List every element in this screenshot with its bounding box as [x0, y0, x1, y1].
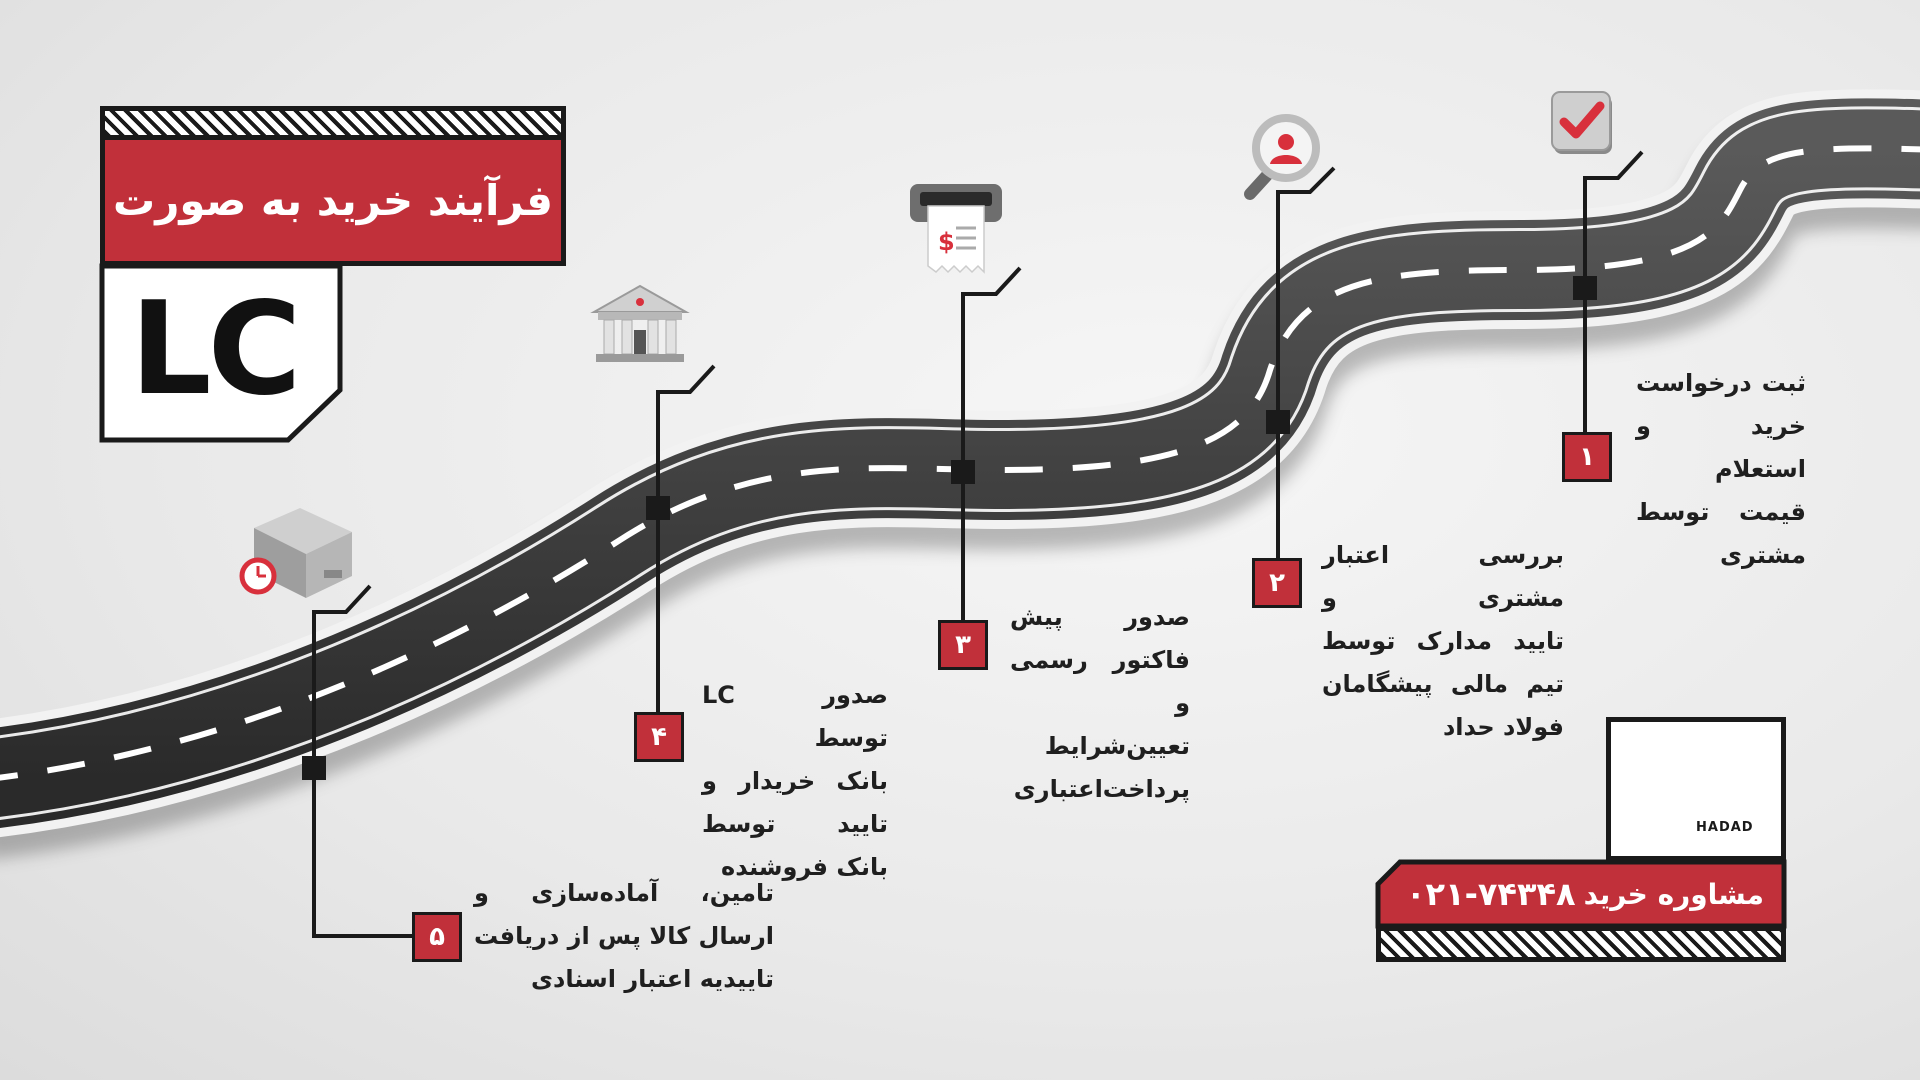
step-3-line-4: پرداخت‌اعتباری [1013, 775, 1190, 803]
checkbox-check-icon [1551, 91, 1612, 154]
node-step-4 [646, 496, 670, 520]
connector-step-3-up [961, 266, 1022, 472]
step-2-line-3: تیم مالی پیشگامان [1322, 670, 1564, 698]
step-1-line-3: قیمت توسط [1636, 498, 1806, 526]
consult-label: مشاوره خرید [1583, 877, 1764, 911]
consult-bar[interactable]: ۰۲۱-۷۴۳۴۸ مشاوره خرید [1378, 862, 1786, 926]
step-3-badge: ۳ [938, 620, 988, 670]
title-bar: فرآیند خرید به صورت [100, 140, 566, 266]
page-title-lc: LC [130, 275, 302, 424]
step-3-line-2: فاکتور رسمی و [1010, 646, 1190, 717]
step-5-line-2: ارسال کالا پس از دریافت [474, 922, 774, 950]
connector-step-1-up [1583, 150, 1644, 288]
node-step-1 [1573, 276, 1597, 300]
connector-step-2-up [1276, 166, 1336, 422]
consult-hatch-band [1376, 926, 1786, 962]
node-step-2 [1266, 410, 1290, 434]
step-2-text: بررسی اعتبار مشتری و تایید مدارک توسط تی… [1322, 534, 1564, 749]
node-step-3 [951, 460, 975, 484]
step-5-text: تامین، آماده‌سازی و ارسال کالا پس از دری… [474, 872, 774, 1001]
connector-step-5-up [312, 584, 372, 768]
step-5-line-1: تامین، آماده‌سازی و [474, 879, 774, 907]
title-hatch-band [100, 106, 566, 140]
connector-step-5-down [312, 768, 412, 938]
step-1-line-1: ثبت درخواست [1636, 369, 1806, 397]
step-3-line-3: تعیین‌شرایط [1044, 732, 1190, 760]
step-1-line-4: مشتری [1719, 541, 1806, 569]
lc-box-outline [99, 263, 343, 443]
road-center-dashes [0, 145, 1920, 781]
step-4-line-1: صدور LC توسط [702, 681, 888, 752]
road-nodes [302, 276, 1597, 780]
connectors [312, 150, 1644, 938]
step-1-badge: ۱ [1562, 432, 1612, 482]
step-1-line-2: خرید و استعلام [1636, 412, 1806, 483]
consult-phone[interactable]: ۰۲۱-۷۴۳۴۸ [1406, 875, 1576, 913]
page-title: فرآیند خرید به صورت [112, 176, 554, 225]
logo-caption: HADAD [1696, 820, 1754, 835]
step-1-text: ثبت درخواست خرید و استعلام قیمت توسط مشت… [1636, 362, 1806, 577]
step-2-line-4: فولاد حداد [1442, 713, 1564, 741]
invoice-printer-icon: $ [910, 184, 1002, 274]
magnifier-user-icon [1244, 114, 1320, 200]
step-5-line-3: تاییدیه اعتبار اسنادی [531, 965, 774, 993]
step-2-line-1: بررسی اعتبار مشتری و [1322, 541, 1564, 612]
connector-step-4-up [656, 364, 716, 508]
step-3-text: صدور پیش فاکتور رسمی و تعیین‌شرایط پرداخ… [1010, 596, 1190, 811]
step-4-text: صدور LC توسط بانک خریدار و تایید توسط با… [702, 674, 888, 889]
step-4-line-3: تایید توسط [702, 810, 888, 838]
step-2-line-2: تایید مدارک توسط [1322, 627, 1564, 655]
bank-building-icon [590, 284, 690, 362]
step-4-line-4: بانک فروشنده [721, 853, 888, 881]
step-4-badge: ۴ [634, 712, 684, 762]
node-step-5 [302, 756, 326, 780]
step-4-line-2: بانک خریدار و [702, 767, 888, 795]
svg-text:$: $ [938, 228, 955, 256]
step-2-badge: ۲ [1252, 558, 1302, 608]
box-clock-icon [239, 508, 352, 598]
logo-box [1606, 717, 1786, 861]
step-3-line-1: صدور پیش [1010, 603, 1190, 631]
step-5-badge: ۵ [412, 912, 462, 962]
